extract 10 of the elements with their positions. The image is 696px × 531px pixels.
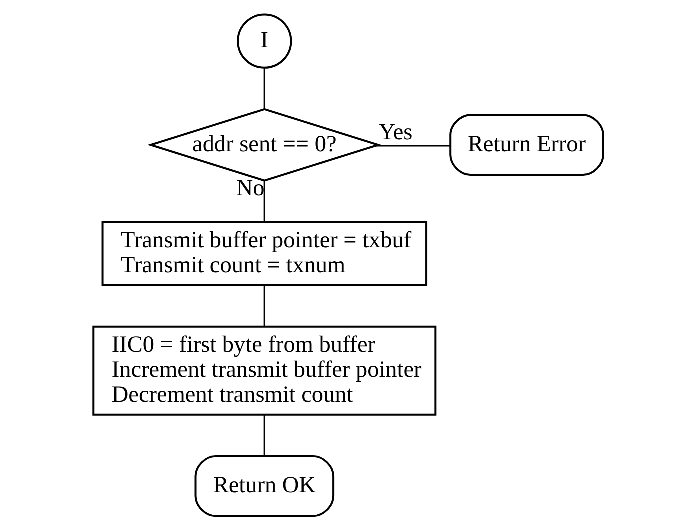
- connector: [263, 68, 265, 110]
- node-box: Return Error: [449, 114, 604, 176]
- node-box: IIC0 = first byte from buffer Increment transmit buffer pointer Decrement transmit count: [92, 326, 436, 416]
- connector: [263, 181, 265, 222]
- node-box: Return OK: [194, 455, 334, 518]
- connector: [263, 415, 265, 456]
- connector: [375, 145, 450, 147]
- node-box: Transmit buffer pointer = txbuf Transmit count = txnum: [101, 221, 428, 286]
- connector: [263, 286, 265, 327]
- node-circle: I: [236, 14, 292, 69]
